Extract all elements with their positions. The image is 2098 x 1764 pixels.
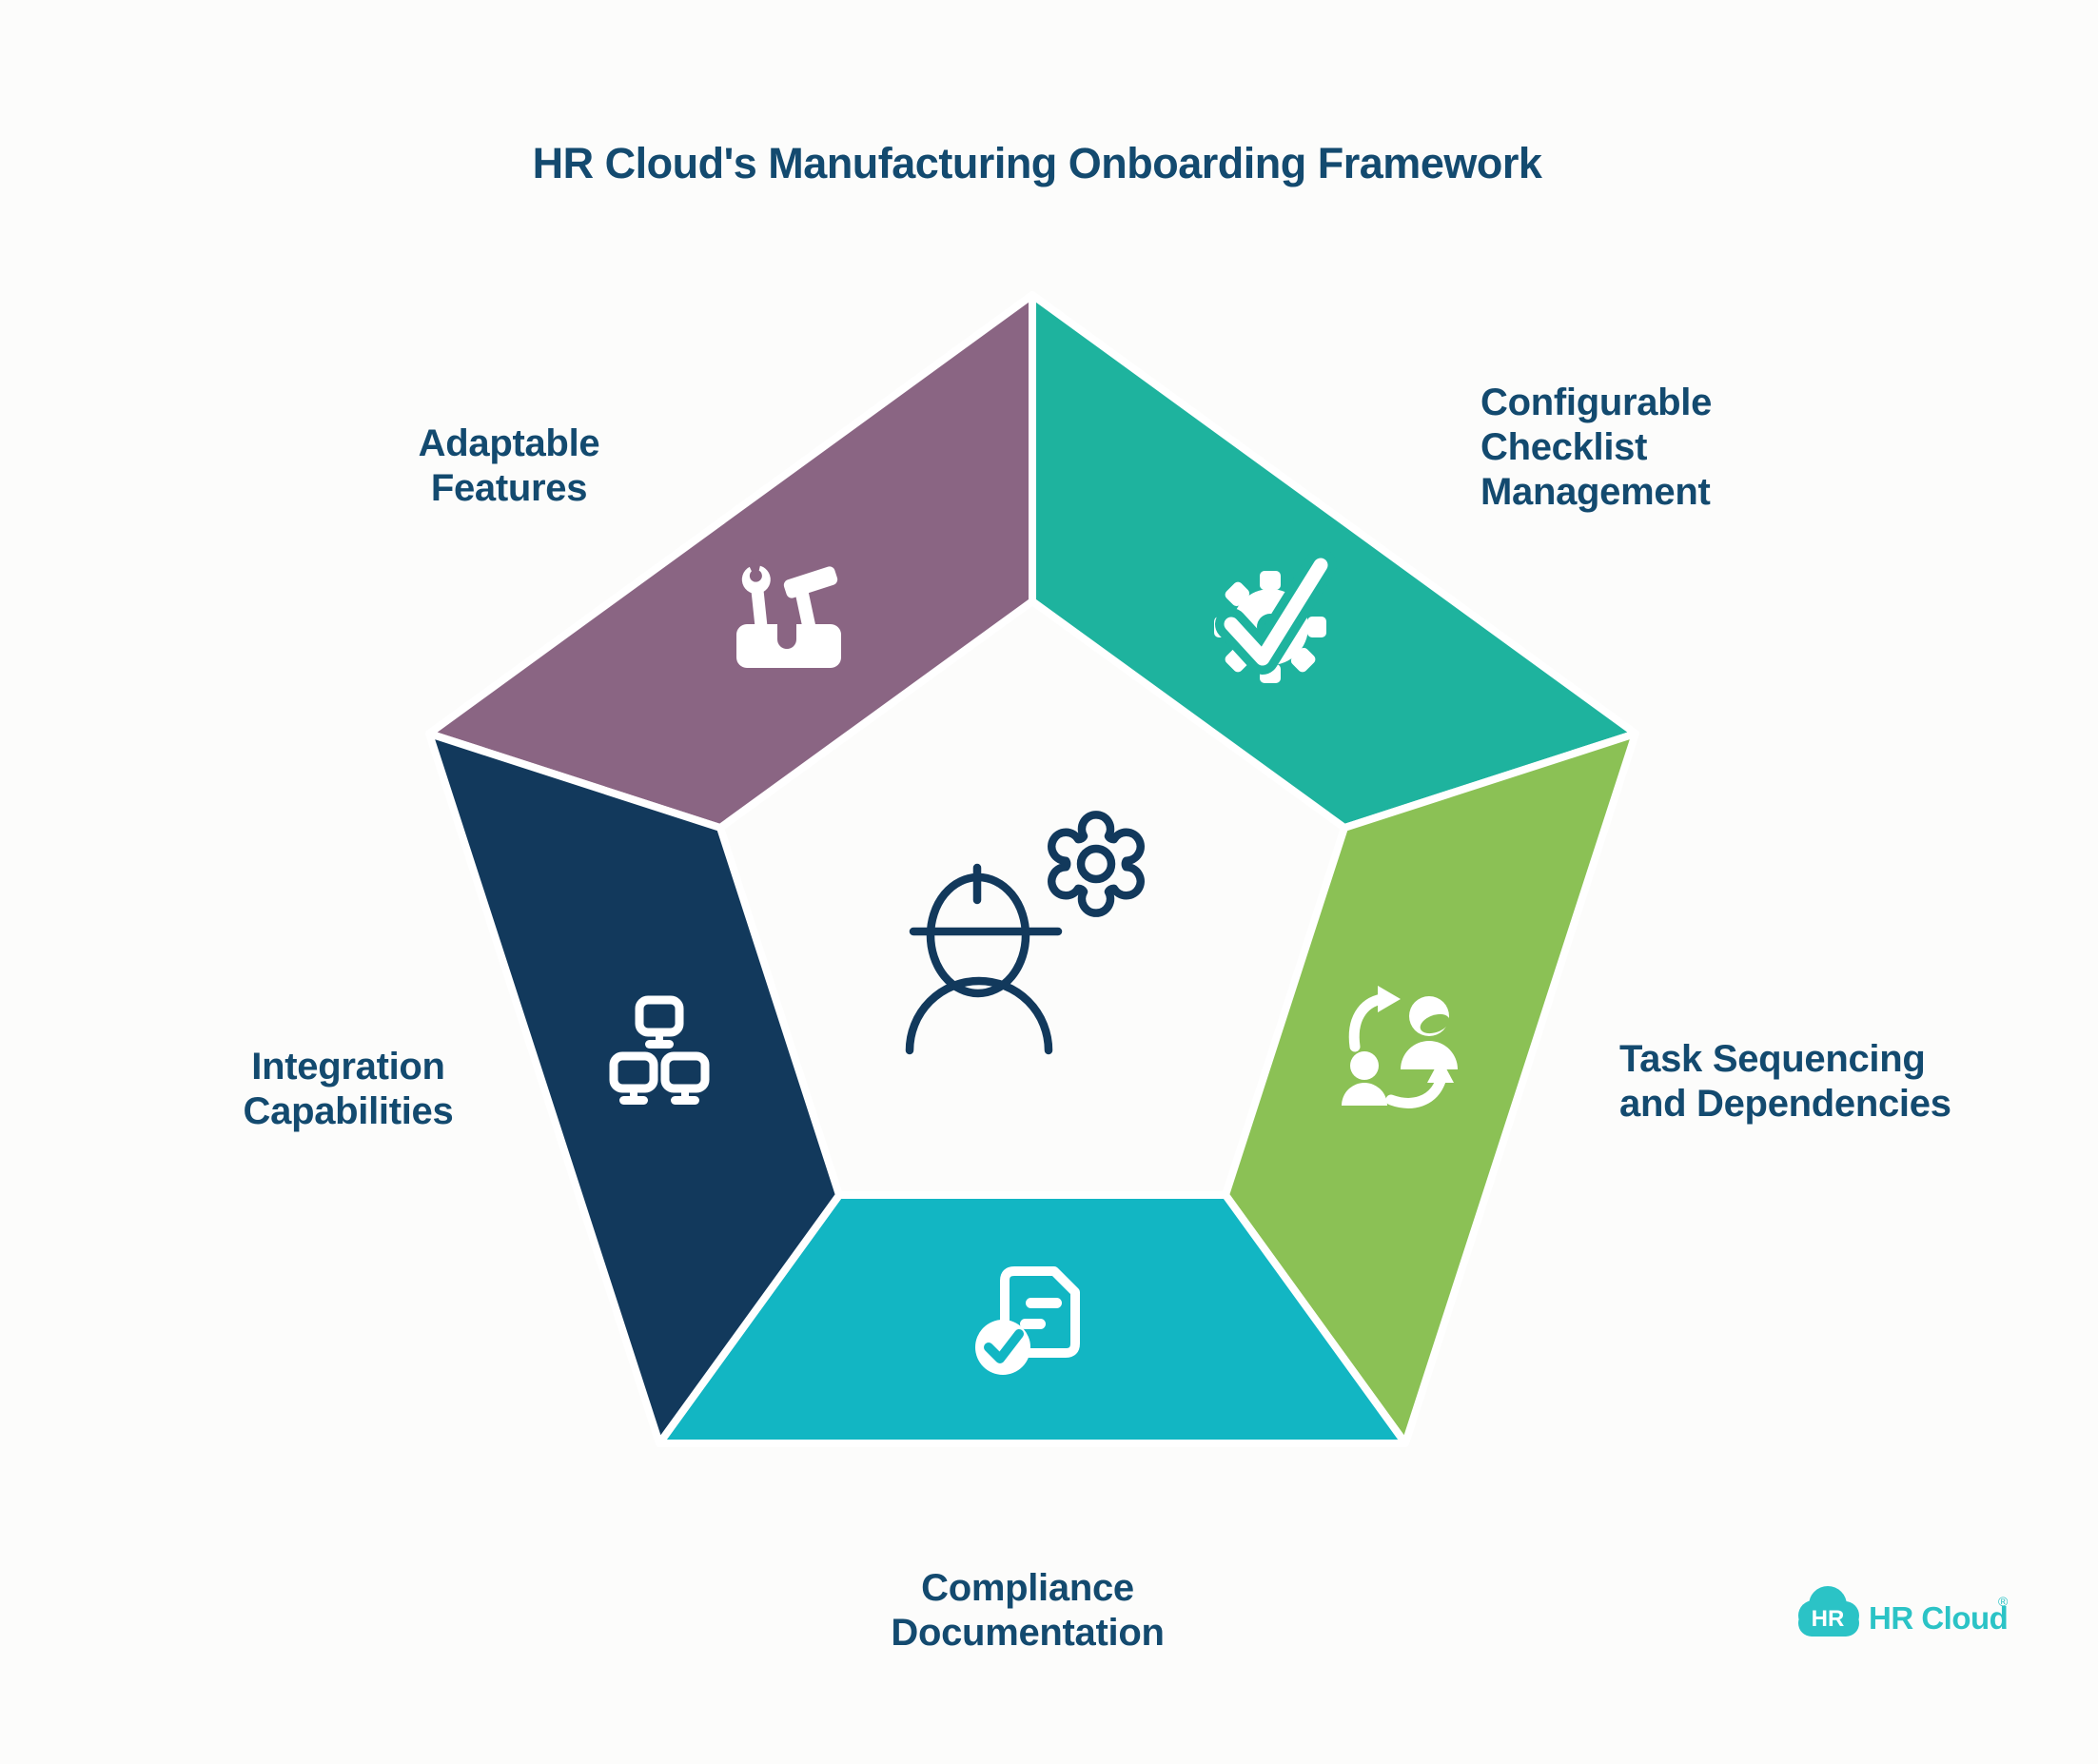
logo-registered-mark: ® bbox=[1998, 1594, 2009, 1609]
label-line: Documentation bbox=[891, 1611, 1165, 1654]
label-compliance-documentation: Compliance Documentation bbox=[891, 1566, 1165, 1656]
label-line: Checklist bbox=[1480, 425, 1648, 468]
label-line: Adaptable bbox=[418, 422, 600, 464]
label-adaptable-features: Adaptable Features bbox=[419, 421, 600, 511]
logo-badge-text: HR bbox=[1812, 1606, 1845, 1632]
gear-check-icon bbox=[1214, 549, 1337, 683]
label-line: Integration bbox=[251, 1046, 445, 1088]
label-line: Configurable bbox=[1480, 382, 1713, 423]
people-sync-icon bbox=[1342, 986, 1458, 1108]
label-line: and Dependencies bbox=[1619, 1082, 1951, 1125]
hr-cloud-logo: HR HR Cloud ® bbox=[1798, 1586, 2009, 1637]
page-title: HR Cloud's Manufacturing Onboarding Fram… bbox=[532, 139, 1542, 187]
label-integration-capabilities: Integration Capabilities bbox=[244, 1045, 454, 1134]
label-line: Features bbox=[430, 466, 588, 509]
document-check-icon bbox=[975, 1266, 1080, 1375]
label-task-sequencing-and-dependencies: Task Sequencing and Dependencies bbox=[1619, 1037, 1951, 1127]
label-line: Management bbox=[1480, 470, 1711, 513]
worker-gear-icon bbox=[905, 811, 1145, 1055]
label-line: Capabilities bbox=[243, 1089, 454, 1132]
label-line: Compliance bbox=[921, 1567, 1134, 1609]
toolbox-icon bbox=[736, 559, 841, 668]
segment-adaptable-features bbox=[425, 291, 1036, 832]
network-icon bbox=[609, 995, 710, 1105]
label-configurable-checklist-management: Configurable Checklist Management bbox=[1480, 381, 1712, 514]
label-line: Task Sequencing bbox=[1619, 1038, 1926, 1080]
hr-cloud-badge-icon bbox=[1798, 1586, 1859, 1637]
logo-wordmark: HR Cloud bbox=[1869, 1600, 2008, 1636]
